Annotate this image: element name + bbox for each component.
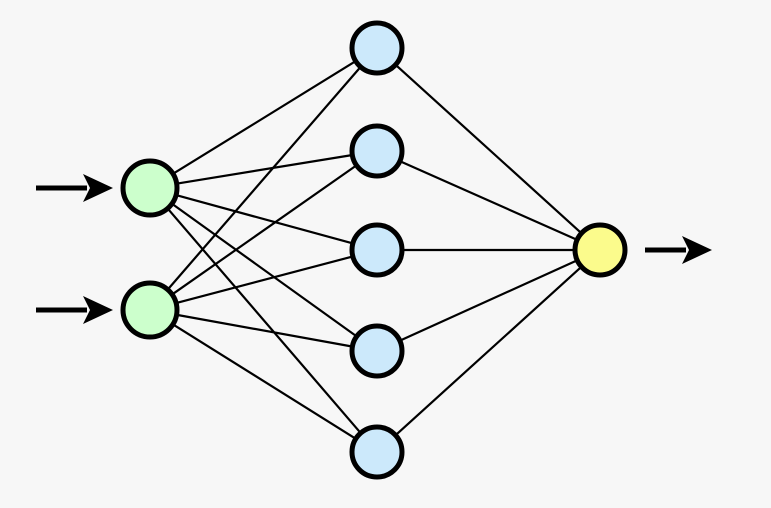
output-arrowhead-icon: [682, 236, 712, 264]
input-arrowhead-icon: [83, 174, 113, 202]
connection-edge-h2-o1: [397, 159, 580, 242]
connection-edge-h5-o1: [393, 265, 584, 437]
input-node-i1[interactable]: [120, 158, 180, 218]
output-arrow-out1: [645, 236, 712, 264]
nodes-group: [120, 20, 628, 480]
connection-edge-i1-h1: [171, 59, 358, 176]
input-arrowhead-icon: [83, 296, 113, 324]
io-arrows-group: [36, 174, 712, 324]
connection-edge-i2-h5: [170, 322, 358, 441]
connection-edge-h4-o1: [397, 258, 580, 343]
hidden-node-h4[interactable]: [349, 323, 405, 379]
connection-edge-h1-o1: [393, 63, 584, 235]
connection-edge-i2-h4: [174, 313, 355, 348]
connection-edge-i2-h2: [170, 163, 359, 297]
hidden-node-h2[interactable]: [349, 123, 405, 179]
hidden-node-h5[interactable]: [349, 424, 405, 480]
hidden-node-h1[interactable]: [349, 20, 405, 76]
connection-edge-i1-h2: [174, 153, 355, 185]
input-node-i2[interactable]: [120, 280, 180, 340]
edges-group: [165, 59, 584, 441]
connection-edge-i1-h4: [170, 202, 359, 339]
connection-edge-i2-h1: [165, 65, 363, 292]
input-arrow-in1: [36, 174, 113, 202]
input-arrow-in2: [36, 296, 113, 324]
output-node-o1[interactable]: [572, 222, 628, 278]
connection-edge-i1-h5: [165, 206, 363, 435]
connection-edge-i1-h3: [173, 193, 355, 245]
hidden-node-h3[interactable]: [349, 222, 405, 278]
connection-edge-i2-h3: [174, 255, 355, 305]
